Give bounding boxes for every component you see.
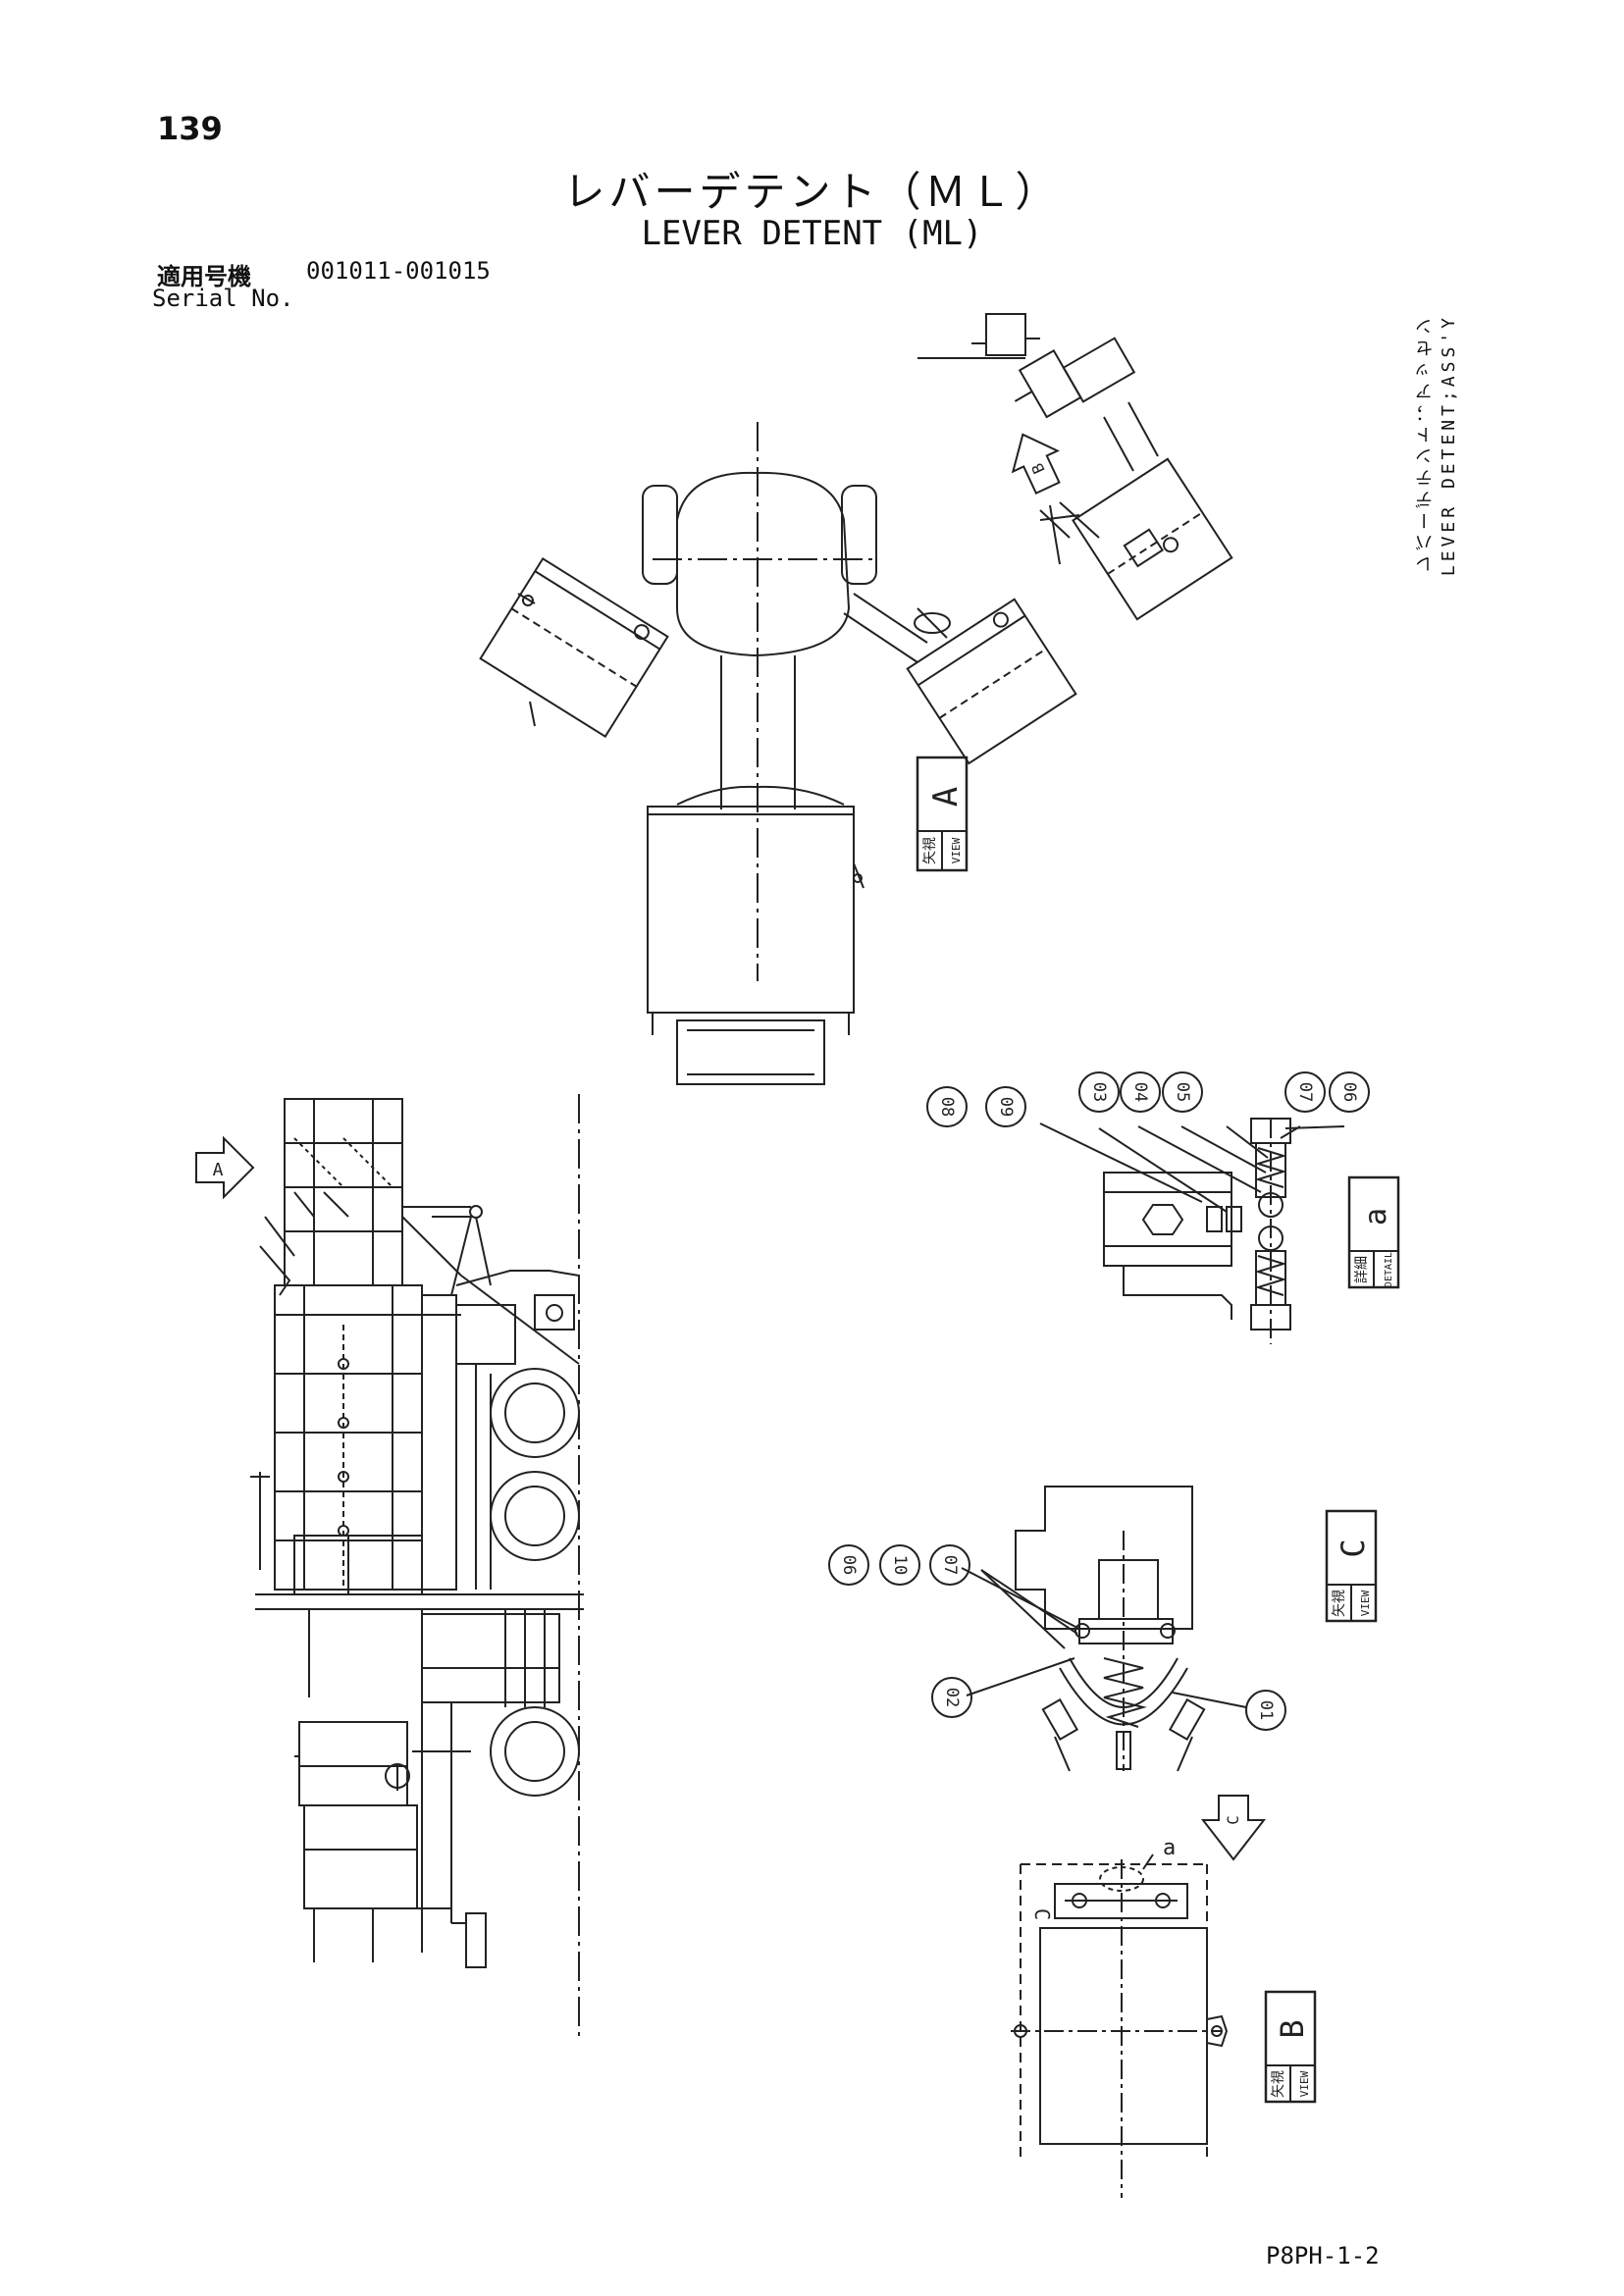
view-b-label-box: B 矢視 VIEW bbox=[1264, 1990, 1317, 2104]
svg-text:08: 08 bbox=[937, 1097, 957, 1117]
page-number: 139 bbox=[157, 110, 223, 147]
svg-text:06: 06 bbox=[1339, 1082, 1359, 1102]
view-c-label-english: VIEW bbox=[1359, 1590, 1372, 1616]
svg-text:09: 09 bbox=[996, 1097, 1016, 1117]
view-a-label-japanese: 矢視 bbox=[922, 837, 938, 864]
view-a-label-english: VIEW bbox=[950, 837, 963, 863]
top-right-detent-drawing bbox=[917, 313, 1233, 621]
callout-07: 07 bbox=[1284, 1071, 1326, 1113]
arrow-c: C bbox=[1200, 1795, 1267, 1861]
callout-04: 04 bbox=[1120, 1071, 1161, 1113]
view-b-letter: B bbox=[1274, 2019, 1311, 2038]
svg-text:02: 02 bbox=[942, 1688, 962, 1707]
detail-a-label-box: a 詳細 DETAIL bbox=[1347, 1175, 1400, 1289]
callout-05: 05 bbox=[1162, 1071, 1203, 1113]
arrow-a: A bbox=[195, 1135, 255, 1200]
arrow-c-letter: C bbox=[1224, 1815, 1242, 1825]
svg-text:04: 04 bbox=[1130, 1082, 1150, 1102]
view-b-drawing bbox=[1011, 1853, 1229, 2198]
callout-01: 01 bbox=[1245, 1690, 1286, 1731]
svg-text:03: 03 bbox=[1089, 1082, 1109, 1102]
serial-label-english: Serial No. bbox=[152, 285, 294, 312]
view-c-label-japanese: 矢視 bbox=[1332, 1590, 1347, 1617]
detail-a-mark: a bbox=[1163, 1836, 1176, 1860]
detail-a-letter: a bbox=[1359, 1208, 1393, 1226]
drawing-code: P8PH-1-2 bbox=[1266, 2242, 1380, 2270]
page-title-japanese: レバーデテント（ＭＬ） bbox=[563, 168, 1061, 216]
section-c-mark: C bbox=[1030, 1908, 1054, 1920]
page-title-english: LEVER DETENT (ML) bbox=[641, 214, 983, 253]
svg-text:06: 06 bbox=[839, 1555, 859, 1575]
view-a-letter: A bbox=[926, 787, 966, 807]
serial-number-range: 001011-001015 bbox=[306, 257, 491, 285]
callout-08: 08 bbox=[926, 1086, 968, 1127]
view-b-label-japanese: 矢視 bbox=[1271, 2070, 1286, 2098]
callout-07: 07 bbox=[929, 1544, 970, 1586]
detail-a-label-english: DETAIL bbox=[1384, 1252, 1394, 1287]
detail-a-label-japanese: 詳細 bbox=[1354, 1256, 1370, 1283]
detail-a-drawing bbox=[1103, 1118, 1291, 1344]
top-view-drawing bbox=[479, 422, 1077, 1085]
callout-06: 06 bbox=[1329, 1071, 1370, 1113]
view-c-callouts: 06 10 07 02 01 bbox=[828, 1544, 1286, 1731]
callout-02: 02 bbox=[931, 1677, 972, 1718]
view-c-drawing bbox=[1015, 1486, 1206, 1772]
svg-text:05: 05 bbox=[1173, 1082, 1192, 1102]
serial-label-japanese: 適用号機 bbox=[157, 263, 251, 290]
view-b-label-english: VIEW bbox=[1298, 2070, 1311, 2097]
view-c-label-box: C 矢視 VIEW bbox=[1325, 1509, 1378, 1623]
callout-03: 03 bbox=[1078, 1071, 1120, 1113]
arrow-a-letter: A bbox=[213, 1160, 224, 1180]
detail-callouts: 08 09 03 04 05 07 06 bbox=[926, 1071, 1370, 1213]
svg-text:01: 01 bbox=[1256, 1700, 1276, 1720]
callout-10: 10 bbox=[879, 1544, 920, 1586]
callout-09: 09 bbox=[985, 1086, 1026, 1127]
svg-text:07: 07 bbox=[940, 1555, 960, 1575]
svg-text:07: 07 bbox=[1295, 1082, 1315, 1102]
callout-06: 06 bbox=[828, 1544, 869, 1586]
side-view-drawing bbox=[250, 1094, 584, 2041]
arrow-b-letter: B bbox=[1027, 460, 1048, 477]
view-a-label-box: A 矢視 VIEW bbox=[916, 756, 969, 872]
arrow-b: B bbox=[1011, 433, 1061, 496]
view-c-letter: C bbox=[1335, 1539, 1372, 1557]
svg-text:10: 10 bbox=[890, 1555, 910, 1575]
